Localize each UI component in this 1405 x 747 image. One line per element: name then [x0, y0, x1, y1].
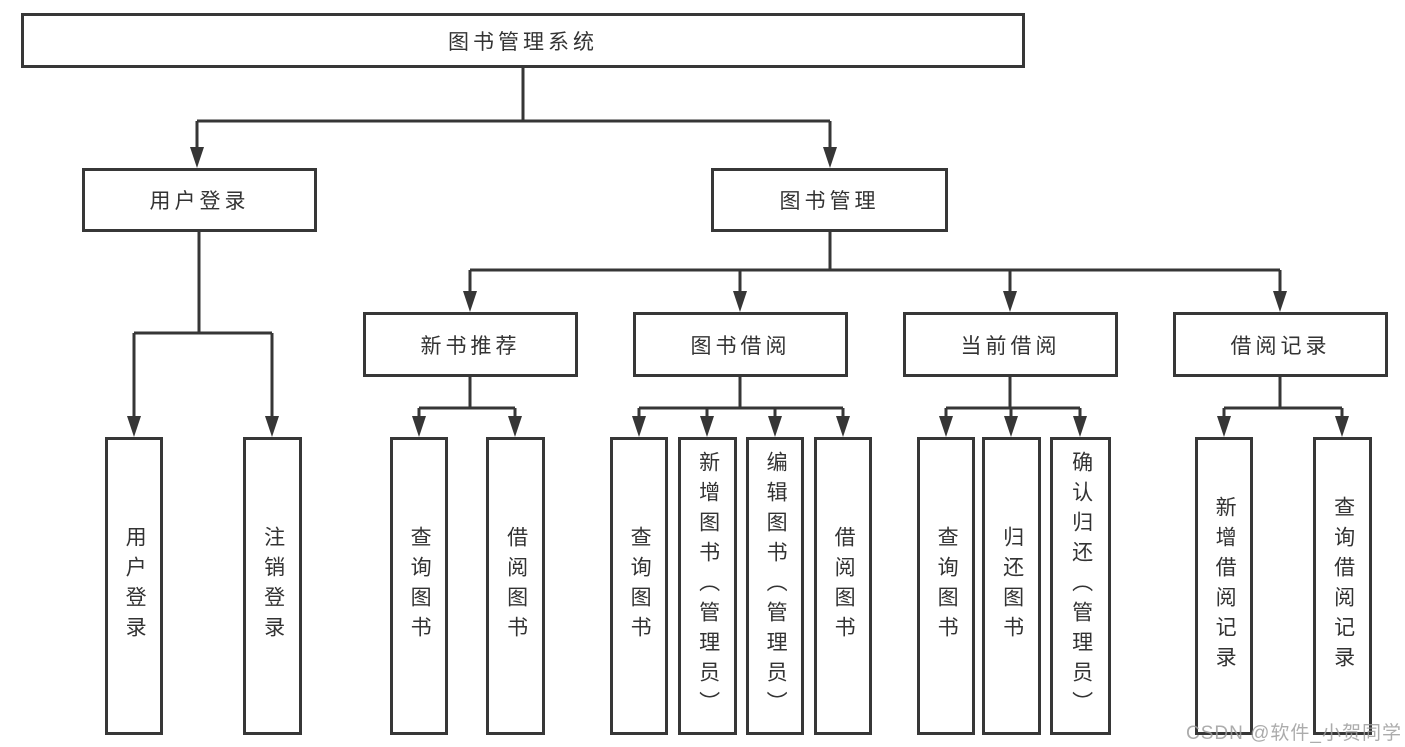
node-book-management: 图书管理	[711, 168, 948, 232]
arrowhead-icon	[265, 416, 279, 437]
connector-root-to-level2	[195, 68, 832, 152]
leaf-label: 新增借阅记录	[1213, 496, 1237, 676]
leaf-confirm-return-admin: 确认归还（管理员）	[1050, 437, 1111, 735]
node-borrowing-records: 借阅记录	[1173, 312, 1388, 377]
connector-newbook-to-leaves	[417, 377, 517, 421]
arrowhead-icon	[733, 291, 747, 312]
arrowhead-icon	[1273, 291, 1287, 312]
leaf-query-books-borrow: 查询图书	[610, 437, 668, 735]
arrowhead-icon	[127, 416, 141, 437]
leaf-label: 注销登录	[261, 526, 285, 646]
leaf-label: 用户登录	[123, 526, 147, 646]
leaf-return-books: 归还图书	[982, 437, 1041, 735]
csdn-watermark: CSDN @软件_小贺同学	[1186, 723, 1402, 744]
arrowhead-icon	[508, 416, 522, 437]
connector-records-to-leaves	[1222, 377, 1344, 421]
leaf-label: 查询借阅记录	[1331, 496, 1355, 676]
node-current-borrowing: 当前借阅	[903, 312, 1118, 377]
arrowhead-icon	[768, 416, 782, 437]
connector-current-to-leaves	[944, 377, 1082, 421]
connector-login-to-leaves	[132, 232, 274, 421]
arrowhead-icon	[632, 416, 646, 437]
leaf-label: 编辑图书（管理员）	[764, 451, 788, 721]
arrowhead-icon	[823, 147, 837, 168]
leaf-label: 查询图书	[408, 526, 432, 646]
leaf-user-login: 用户登录	[105, 437, 163, 735]
arrowhead-icon	[1217, 416, 1231, 437]
arrowhead-icon	[700, 416, 714, 437]
leaf-query-books-current: 查询图书	[917, 437, 975, 735]
leaf-label: 确认归还（管理员）	[1069, 451, 1093, 721]
leaf-borrow-books: 借阅图书	[814, 437, 872, 735]
connector-mgmt-to-level3	[468, 232, 1282, 296]
node-root-system: 图书管理系统	[21, 13, 1025, 68]
leaf-label: 归还图书	[1000, 526, 1024, 646]
arrowhead-icon	[1335, 416, 1349, 437]
arrowhead-icon	[463, 291, 477, 312]
leaf-query-books-newbook: 查询图书	[390, 437, 448, 735]
leaf-label: 借阅图书	[504, 526, 528, 646]
arrowhead-icon	[1003, 291, 1017, 312]
leaf-add-books-admin: 新增图书（管理员）	[678, 437, 737, 735]
node-new-book-recommend: 新书推荐	[363, 312, 578, 377]
node-book-borrowing: 图书借阅	[633, 312, 848, 377]
arrowhead-icon	[836, 416, 850, 437]
arrowhead-icon	[939, 416, 953, 437]
leaf-logout: 注销登录	[243, 437, 302, 735]
arrowhead-icon	[1004, 416, 1018, 437]
arrowhead-icon	[190, 147, 204, 168]
leaf-label: 新增图书（管理员）	[696, 451, 720, 721]
node-user-login: 用户登录	[82, 168, 317, 232]
leaf-label: 借阅图书	[832, 526, 856, 646]
leaf-label: 查询图书	[935, 526, 959, 646]
leaf-label: 查询图书	[628, 526, 652, 646]
arrowhead-icon	[1073, 416, 1087, 437]
leaf-borrow-books-newbook: 借阅图书	[486, 437, 545, 735]
leaf-edit-books-admin: 编辑图书（管理员）	[746, 437, 804, 735]
arrowhead-icon	[412, 416, 426, 437]
connector-borrow-to-leaves	[637, 377, 845, 421]
leaf-query-borrow-record: 查询借阅记录	[1313, 437, 1372, 735]
leaf-add-borrow-record: 新增借阅记录	[1195, 437, 1253, 735]
